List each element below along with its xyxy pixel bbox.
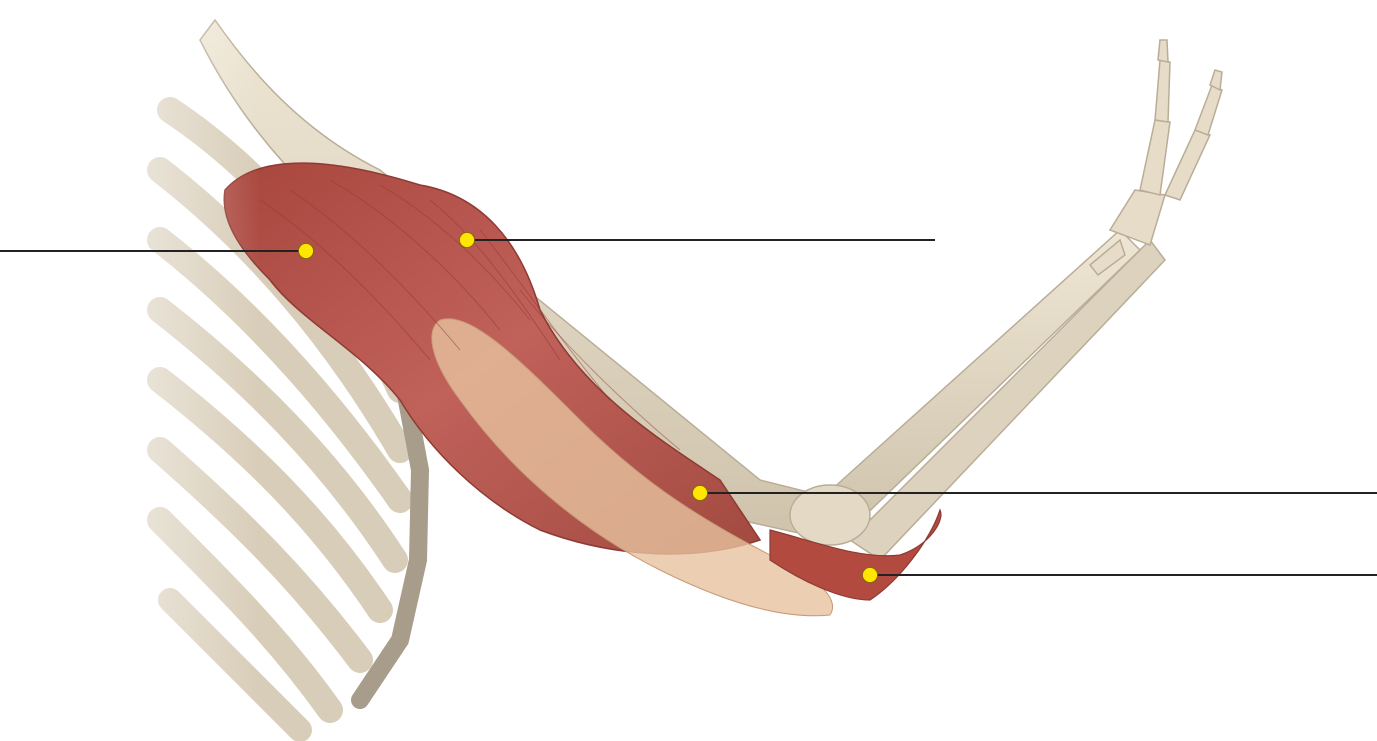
marker-dot-2[interactable] <box>460 233 475 248</box>
marker-dot-3[interactable] <box>693 486 708 501</box>
forearm-bones <box>790 230 1165 560</box>
marker-dot-1[interactable] <box>299 244 314 259</box>
marker-dot-4[interactable] <box>863 568 878 583</box>
